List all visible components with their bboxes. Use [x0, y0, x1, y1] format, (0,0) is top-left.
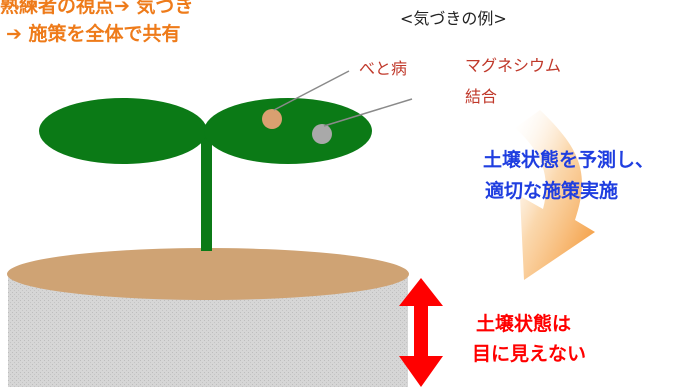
magnesium-leader	[323, 98, 413, 127]
magnesium-spot	[312, 124, 332, 144]
right-leaf	[204, 98, 372, 164]
left-leaf	[39, 98, 207, 164]
magnesium-label: マグネシウム	[465, 56, 562, 75]
downy-mildew-spot	[262, 109, 282, 129]
soil-note-line-2: 目に見えない	[472, 343, 587, 365]
plant-stem	[201, 129, 212, 251]
example-caption: <気づきの例>	[400, 9, 507, 28]
curved-orange-arrow	[515, 110, 595, 280]
magnesium-label-line-2: 結合	[465, 87, 498, 106]
headline-line-1: 熟練者の視点➔ 気づき	[0, 0, 194, 17]
downy-mildew-leader	[273, 70, 350, 111]
prediction-note-line-1: 土壌状態を予測し、	[483, 149, 655, 171]
downy-mildew-label: べと病	[359, 59, 408, 78]
soil-body	[8, 274, 408, 387]
prediction-note-line-2: 適切な施策実施	[485, 180, 619, 202]
soil-surface	[7, 248, 409, 300]
headline-line-2: ➔ 施策を全体で共有	[6, 23, 181, 45]
red-double-arrow	[399, 278, 443, 387]
soil-note-line-1: 土壌状態は	[476, 313, 572, 335]
